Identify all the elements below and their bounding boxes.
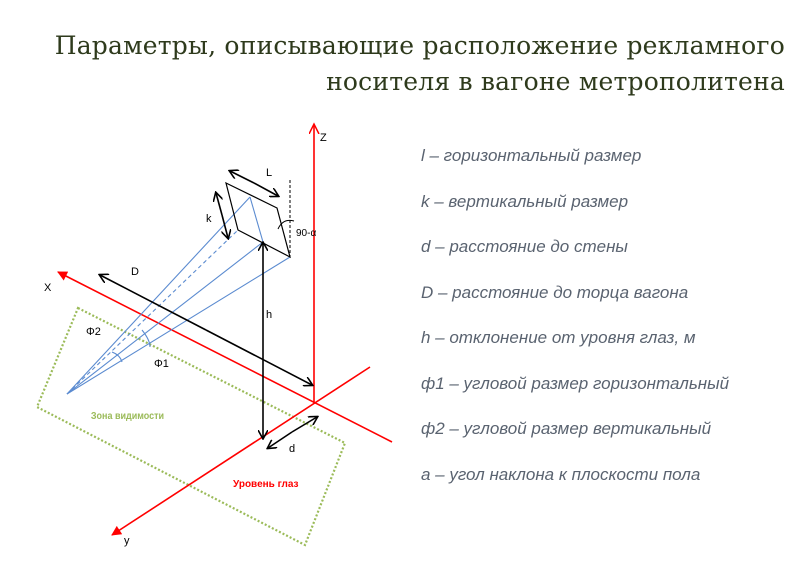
legend-item: ф2 – угловой размер вертикальный [421,419,712,438]
label-axis-y: y [124,535,130,547]
angle-arc [277,219,295,230]
slide-title: Параметры, описывающие расположение рекл… [40,28,785,100]
label-h: h [266,309,272,321]
title-line-1: Параметры, описывающие расположение рекл… [54,31,785,60]
label-angle: 90-α [296,228,316,239]
axis-x-line [57,271,393,443]
arrow-k [216,193,222,216]
arrow-D [100,275,207,331]
arrow-L2 [253,182,278,196]
label-D: D [131,266,139,278]
label-L: L [266,167,272,179]
visibility-zone [35,306,347,547]
legend-item: a – угол наклона к плоскости пола [421,464,701,484]
label-k: k [206,213,212,225]
label-axis-x: X [44,282,52,294]
legend-item: d – расстояние до стены [421,237,628,256]
legend-item: l – горизонтальный размер [421,146,642,165]
label-axis-z: Z [320,132,327,144]
legend-item: ф1 – угловой размер горизонтальный [421,373,730,393]
arrow-d2 [291,417,317,433]
label-phi2: Φ2 [86,326,101,338]
label-phi1: Φ1 [154,358,169,370]
arrow-D2 [205,329,312,385]
arrow-k2 [222,214,228,238]
arrow-d [268,431,293,448]
legend-item: h – отклонение от уровня глаз, м [421,328,696,347]
axis-y-line [111,366,371,536]
title-line-2: носителя в вагоне метрополитена [326,67,785,96]
arrow-L [230,171,255,184]
view-rays [66,196,291,395]
legend-item: k – вертикальный размер [421,191,629,211]
parameter-legend: l – горизонтальный размер k – вертикальн… [421,146,729,510]
legend-item: D – расстояние до торца вагона [421,282,689,302]
eye-level-label: Уровень глаз [233,479,299,490]
label-d: d [289,443,295,455]
visibility-zone-label: Зона видимости [91,411,164,423]
